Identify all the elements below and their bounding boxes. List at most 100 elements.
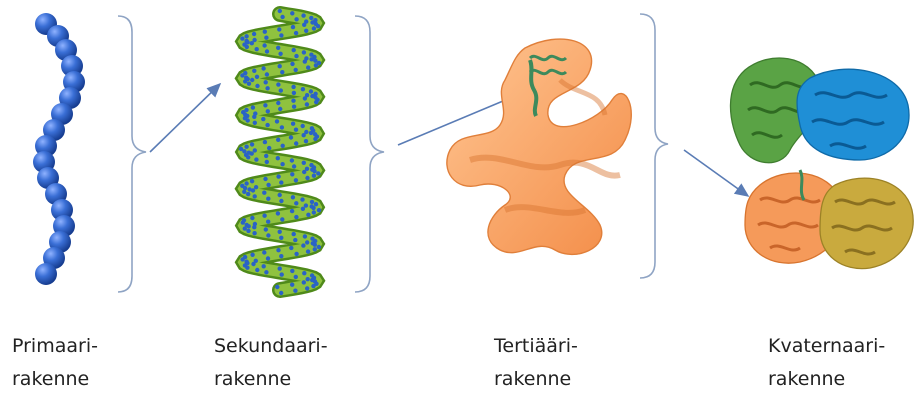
helix-residue-dot xyxy=(251,262,255,266)
label-secondary-line2: rakenne xyxy=(214,363,328,396)
helix-residue-dot xyxy=(262,250,266,254)
helix-residue-dot xyxy=(291,25,295,29)
helix-residue-dot xyxy=(312,210,316,214)
helix-residue-dot xyxy=(301,87,305,91)
helix-residue-dot xyxy=(266,197,270,201)
helix-residue-dot xyxy=(240,36,244,40)
helix-residue-dot xyxy=(290,11,294,15)
helix-residue-dot xyxy=(254,157,258,161)
subunit-yellow xyxy=(820,178,913,268)
helix-residue-dot xyxy=(317,245,321,249)
helix-residue-dot xyxy=(245,45,249,49)
helix-residue-dot xyxy=(291,85,295,89)
helix-residue-dot xyxy=(279,33,283,37)
helix-residue-dot xyxy=(300,197,304,201)
helix-residue-dot xyxy=(294,128,298,132)
helix-residue-dot xyxy=(302,50,306,54)
helix-residue-dot xyxy=(310,200,314,204)
helix-residue-dot xyxy=(277,27,281,31)
bracket-1 xyxy=(118,16,146,292)
helix-residue-dot xyxy=(244,181,248,185)
helix-residue-dot xyxy=(242,149,246,153)
helix-residue-dot xyxy=(304,139,308,143)
helix-residue-dot xyxy=(292,91,296,95)
helix-residue-dot xyxy=(302,161,306,165)
helix-residue-dot xyxy=(290,283,294,287)
primary-structure-bead-chain xyxy=(33,13,85,285)
helix-residue-dot xyxy=(255,47,259,51)
helix-residue-dot xyxy=(278,64,282,68)
helix-residue-dot xyxy=(276,174,280,178)
helix-residue-dot xyxy=(291,99,295,103)
helix-residue-dot xyxy=(303,59,307,63)
helix-residue-dot xyxy=(267,146,271,150)
helix-residue-dot xyxy=(280,15,284,19)
helix-residue-dot xyxy=(265,123,269,127)
helix-residue-dot xyxy=(293,289,297,293)
helix-residue-dot xyxy=(279,254,283,258)
helix-residue-dot xyxy=(306,277,310,281)
helix-residue-dot xyxy=(240,73,244,77)
helix-residue-dot xyxy=(290,158,294,162)
helix-residue-dot xyxy=(251,188,255,192)
helix-residue-dot xyxy=(245,223,249,227)
helix-residue-dot xyxy=(304,203,308,207)
helix-residue-dot xyxy=(305,286,309,290)
helix-residue-dot xyxy=(292,48,296,52)
helix-residue-dot xyxy=(244,145,248,149)
label-quaternary: Kvaternaari- rakenne xyxy=(768,330,885,396)
helix-residue-dot xyxy=(278,9,282,13)
helix-residue-dot xyxy=(243,186,247,190)
bracket-2 xyxy=(355,16,384,292)
helix-residue-dot xyxy=(266,183,270,187)
helix-residue-dot xyxy=(278,266,282,270)
helix-residue-dot xyxy=(305,102,309,106)
helix-residue-dot xyxy=(250,253,254,257)
helix-residue-dot xyxy=(254,185,258,189)
helix-residue-dot xyxy=(247,82,251,86)
helix-residue-dot xyxy=(292,105,296,109)
helix-residue-dot xyxy=(310,278,314,282)
helix-residue-dot xyxy=(262,214,266,218)
helix-residue-dot xyxy=(261,66,265,70)
helix-residue-dot xyxy=(250,179,254,183)
helix-residue-dot xyxy=(304,29,308,33)
helix-residue-dot xyxy=(292,164,296,168)
helix-residue-dot xyxy=(280,70,284,74)
helix-residue-dot xyxy=(309,57,313,61)
helix-residue-dot xyxy=(264,154,268,158)
helix-residue-dot xyxy=(306,213,310,217)
tertiary-structure-folded-ribbon xyxy=(447,20,631,254)
helix-residue-dot xyxy=(294,31,298,35)
label-primary: Primaari- rakenne xyxy=(12,330,98,396)
helix-residue-dot xyxy=(290,269,294,273)
helix-residue-dot xyxy=(252,69,256,73)
label-primary-line1: Primaari- xyxy=(12,330,98,363)
helix-residue-dot xyxy=(292,232,296,236)
helix-residue-dot xyxy=(244,76,248,80)
helix-residue-dot xyxy=(265,72,269,76)
helix-residue-dot xyxy=(314,100,318,104)
helix-residue-dot xyxy=(279,236,283,240)
helix-residue-dot xyxy=(253,194,257,198)
helix-residue-dot xyxy=(275,119,279,123)
helix-residue-dot xyxy=(294,54,298,58)
helix-residue-dot xyxy=(306,249,310,253)
arrow-tertiary-to-quaternary xyxy=(684,150,748,196)
helix-residue-dot xyxy=(311,241,315,245)
helix-residue-dot xyxy=(302,170,306,174)
helix-residue-dot xyxy=(242,190,246,194)
helix-residue-dot xyxy=(302,271,306,275)
helix-residue-dot xyxy=(312,174,316,178)
helix-residue-dot xyxy=(262,191,266,195)
helix-residue-dot xyxy=(306,65,310,69)
helix-residue-dot xyxy=(279,180,283,184)
helix-residue-dot xyxy=(290,62,294,66)
helix-residue-dot xyxy=(266,233,270,237)
helix-residue-dot xyxy=(316,24,320,28)
helix-residue-dot xyxy=(275,285,279,289)
helix-residue-dot xyxy=(264,80,268,84)
helix-residue-dot xyxy=(303,234,307,238)
helix-residue-dot xyxy=(264,227,268,231)
helix-residue-dot xyxy=(301,207,305,211)
